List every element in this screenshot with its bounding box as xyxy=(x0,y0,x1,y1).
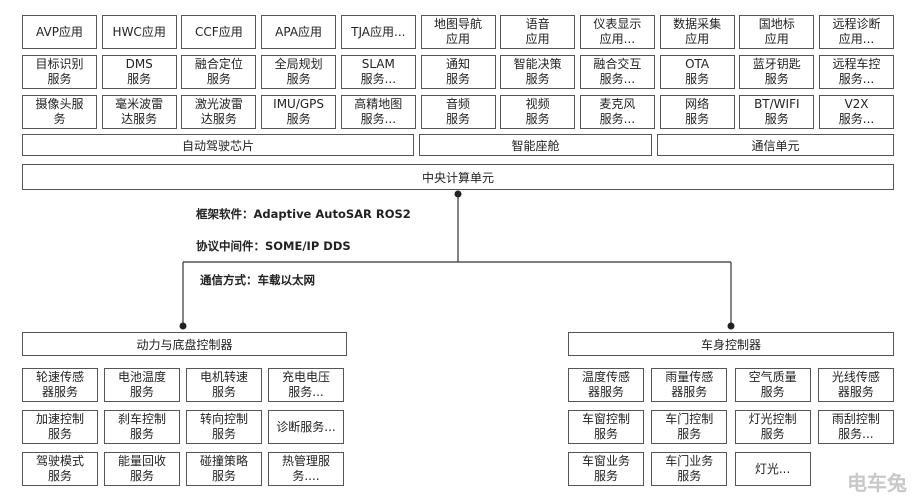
top-service-box-r2-c5: 音频 服务 xyxy=(420,95,496,129)
top-service-box-r2-c6: 视频 服务 xyxy=(500,95,576,129)
powertrain-service-box-r0-c0: 轮速传感 器服务 xyxy=(22,368,98,402)
body-service-box-r1-c1: 车门控制 服务 xyxy=(651,410,728,444)
top-service-box-r1-c6: 智能决策 服务 xyxy=(500,55,576,89)
top-service-box-r2-c9: BT/WIFI 服务 xyxy=(739,95,815,129)
body-service-box-r2-c1: 车门业务 服务 xyxy=(651,452,728,486)
top-service-box-r2-c4: 高精地图 服务... xyxy=(340,95,416,129)
top-service-box-r1-c5: 通知 服务 xyxy=(420,55,496,89)
top-service-box-r0-c1: HWC应用 xyxy=(101,15,177,49)
top-service-box-r1-c2: 融合定位 服务 xyxy=(181,55,257,89)
top-service-box-r1-c7: 融合交互 服务... xyxy=(579,55,655,89)
domain-autonomous-chip: 自动驾驶芯片 xyxy=(22,134,414,156)
powertrain-service-box-r2-c0: 驾驶模式 服务 xyxy=(22,452,98,486)
top-service-box-r2-c7: 麦克风 服务... xyxy=(579,95,655,129)
top-service-box-r2-c10: V2X 服务... xyxy=(819,95,894,129)
top-service-box-r0-c8: 数据采集 应用 xyxy=(659,15,735,49)
top-service-box-r0-c5: 地图导航 应用 xyxy=(420,15,496,49)
powertrain-service-box-r1-c1: 刹车控制 服务 xyxy=(104,410,180,444)
domain-communication-unit: 通信单元 xyxy=(657,134,894,156)
powertrain-service-box-r2-c1: 能量回收 服务 xyxy=(104,452,180,486)
body-service-box-r1-c3: 雨刮控制 服务... xyxy=(817,410,894,444)
body-controller: 车身控制器 xyxy=(568,332,894,356)
top-service-box-r1-c4: SLAM 服务... xyxy=(340,55,416,89)
body-service-box-r2-c2: 灯光... xyxy=(734,452,811,486)
top-service-box-r2-c3: IMU/GPS 服务 xyxy=(261,95,337,129)
powertrain-service-box-r0-c3: 充电电压 服务... xyxy=(268,368,344,402)
top-service-box-r0-c10: 远程诊断 应用... xyxy=(819,15,894,49)
top-service-box-r0-c6: 语音 应用 xyxy=(500,15,576,49)
watermark: 电车兔 xyxy=(847,471,907,495)
body-service-box-r0-c3: 光线传感 器服务 xyxy=(817,368,894,402)
top-service-box-r2-c2: 激光波雷 达服务 xyxy=(181,95,257,129)
top-service-box-r0-c3: APA应用 xyxy=(261,15,337,49)
top-service-box-r1-c10: 远程车控 服务... xyxy=(819,55,894,89)
annotation-framework: 框架软件：Adaptive AutoSAR ROS2 xyxy=(196,207,411,221)
powertrain-service-box-r0-c1: 电池温度 服务 xyxy=(104,368,180,402)
junction-dot-central xyxy=(454,190,462,198)
body-service-box-r0-c0: 温度传感 器服务 xyxy=(568,368,644,402)
powertrain-service-box-r0-c2: 电机转速 服务 xyxy=(186,368,262,402)
powertrain-service-box-r1-c3: 诊断服务... xyxy=(268,410,344,444)
top-service-box-r0-c4: TJA应用... xyxy=(340,15,416,49)
body-service-box-r0-c2: 空气质量 服务 xyxy=(734,368,811,402)
top-service-box-r2-c1: 毫米波雷 达服务 xyxy=(101,95,177,129)
body-service-box-r0-c1: 雨量传感 器服务 xyxy=(651,368,728,402)
domain-smart-cockpit: 智能座舱 xyxy=(419,134,652,156)
top-service-box-r0-c7: 仪表显示 应用... xyxy=(579,15,655,49)
powertrain-service-box-r1-c2: 转向控制 服务 xyxy=(186,410,262,444)
top-service-box-r1-c9: 蓝牙钥匙 服务 xyxy=(739,55,815,89)
top-service-box-r0-c9: 国地标 应用 xyxy=(739,15,815,49)
central-computing-unit: 中央计算单元 xyxy=(22,164,894,190)
top-service-box-r1-c8: OTA 服务 xyxy=(659,55,735,89)
junction-dot-left xyxy=(179,322,187,330)
body-service-box-r2-c0: 车窗业务 服务 xyxy=(568,452,644,486)
top-service-box-r0-c0: AVP应用 xyxy=(22,15,97,49)
top-service-box-r1-c3: 全局规划 服务 xyxy=(261,55,337,89)
powertrain-chassis-controller: 动力与底盘控制器 xyxy=(22,332,347,356)
body-service-box-r1-c0: 车窗控制 服务 xyxy=(568,410,644,444)
top-service-box-r2-c8: 网络 服务 xyxy=(659,95,735,129)
top-service-box-r2-c0: 摄像头服 务 xyxy=(22,95,97,129)
top-service-box-r0-c2: CCF应用 xyxy=(181,15,257,49)
annotation-middleware: 协议中间件：SOME/IP DDS xyxy=(196,239,351,253)
junction-dot-right xyxy=(727,322,735,330)
top-service-box-r1-c0: 目标识别 服务 xyxy=(22,55,97,89)
powertrain-service-box-r1-c0: 加速控制 服务 xyxy=(22,410,98,444)
top-service-box-r1-c1: DMS 服务 xyxy=(101,55,177,89)
powertrain-service-box-r2-c2: 碰撞策略 服务 xyxy=(186,452,262,486)
body-service-box-r1-c2: 灯光控制 服务 xyxy=(734,410,811,444)
powertrain-service-box-r2-c3: 热管理服 务.... xyxy=(268,452,344,486)
annotation-communication: 通信方式：车载以太网 xyxy=(200,273,315,287)
